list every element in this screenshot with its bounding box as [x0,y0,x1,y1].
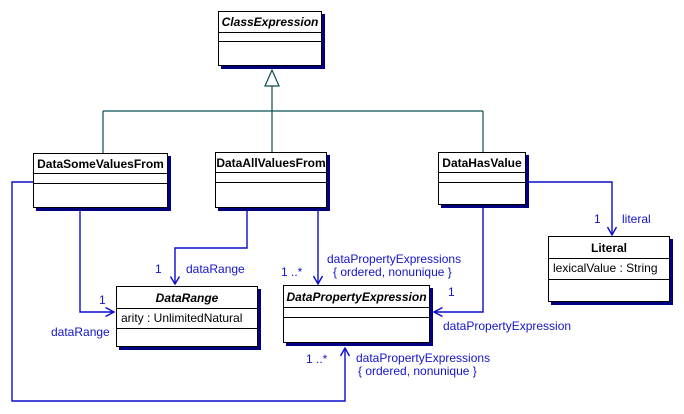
attributes-compartment [219,32,321,41]
attribute-lexicalvalue: lexicalValue : String [553,261,658,275]
open-arrowhead-icon [169,276,181,286]
association-edges [11,181,618,402]
attributes-compartment [439,172,525,182]
class-name: ClassExpression [221,15,319,29]
operations-compartment [219,41,321,65]
open-arrowhead-icon [432,306,443,318]
multiplicity-label: 1 [155,262,162,276]
generalization-triangle-icon [264,68,280,87]
class-datarange: DataRange arity : UnlimitedNatural [116,286,258,347]
generalization-edges [102,68,484,153]
class-name: DataHasValue [442,155,522,170]
multiplicity-label: 1 ..* [306,352,328,366]
class-dataallvaluesfrom: DataAllValuesFrom [215,152,327,208]
operations-compartment [439,182,525,204]
multiplicity-label: 1 [594,212,601,226]
role-label: literal [622,212,651,226]
multiplicity-label: 1 ..* [281,265,303,279]
open-arrowhead-icon [606,226,618,237]
constraint-label: { ordered, nonunique } [358,364,477,378]
operations-compartment [549,279,669,301]
open-arrowhead-icon [105,306,116,318]
role-label: dataRange [51,325,110,339]
operations-compartment [284,317,429,342]
role-label: dataRange [186,262,245,276]
class-name: DataPropertyExpression [286,289,427,304]
role-label: dataPropertyExpressions [356,351,491,365]
class-name: Literal [590,240,627,255]
class-name: DataRange [155,290,219,305]
multiplicity-label: 1 [99,293,106,307]
association-dataall-dpe [312,208,324,286]
class-datahasvalue: DataHasValue [438,152,526,205]
class-datapropertyexpression: DataPropertyExpression [283,285,430,343]
open-arrowhead-icon [339,346,351,357]
attributes-compartment: arity : UnlimitedNatural [117,308,257,328]
class-literal: Literal lexicalValue : String [548,236,670,302]
role-label: dataPropertyExpressions [327,252,462,266]
attributes-compartment [34,173,167,183]
class-datasomevaluesfrom: DataSomeValuesFrom [33,153,168,208]
association-datasome-dpe [11,181,351,402]
association-datahas-dpe [432,205,484,318]
association-datahas-literal [526,181,618,237]
class-classexpression: ClassExpression [218,11,322,66]
operations-compartment [34,183,167,207]
generalization-trunk [103,86,483,112]
association-dataall-datarange [169,208,248,286]
association-datasome-datarange [79,208,116,318]
open-arrowhead-icon [312,275,324,286]
attribute-arity: arity : UnlimitedNatural [121,311,243,325]
class-name: DataAllValuesFrom [216,155,326,170]
multiplicity-label: 1 [448,285,455,299]
attributes-compartment [284,307,429,317]
attributes-compartment [216,172,326,182]
role-label: dataPropertyExpression [443,319,572,333]
operations-compartment [117,328,257,346]
constraint-label: { ordered, nonunique } [333,265,452,279]
attributes-compartment: lexicalValue : String [549,258,669,279]
class-name: DataSomeValuesFrom [37,156,164,171]
operations-compartment [216,182,326,207]
